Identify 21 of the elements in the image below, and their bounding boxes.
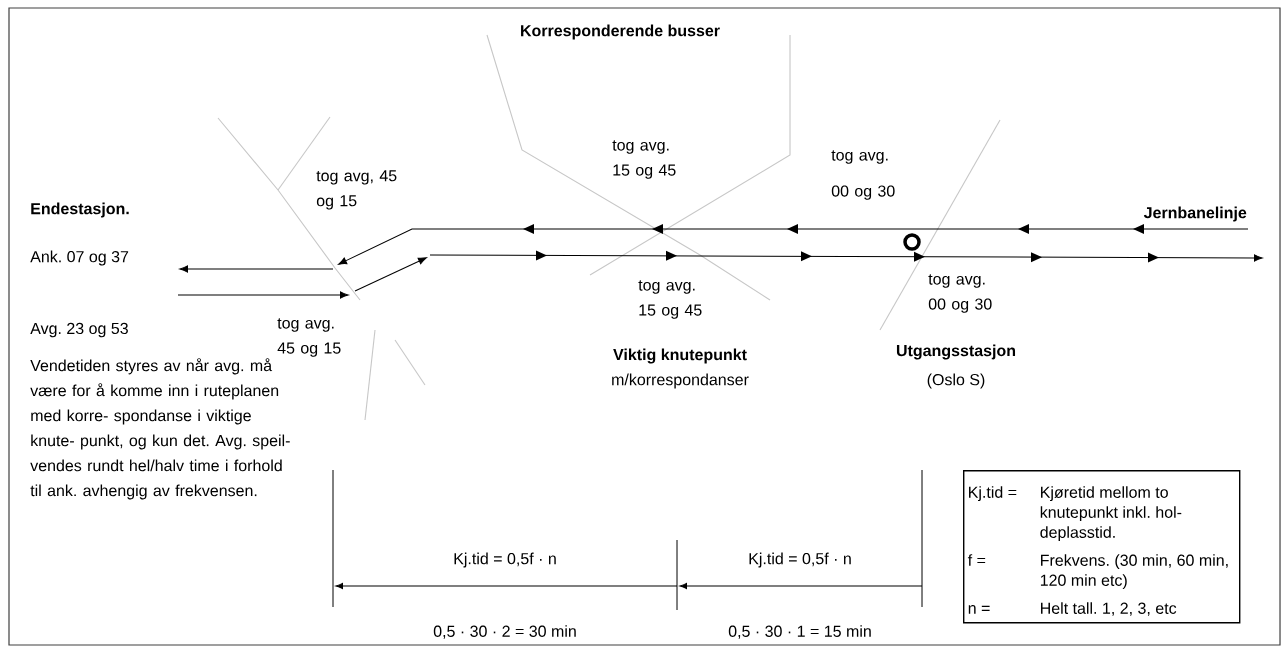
station-label: Endestasjon. (31, 202, 129, 218)
time-label: tog avg. 15 og 45 (612, 140, 676, 179)
calculation-label: 0,5 · 30 · 1 = 15 min (728, 625, 871, 639)
time-label: tog avg. 15 og 45 (638, 280, 702, 319)
time-label: tog avg, 45 og 15 (316, 170, 397, 210)
station-subtitle: (Oslo S) (927, 373, 985, 389)
calculation-label: 0,5 · 30 · 2 = 30 min (433, 625, 576, 639)
formula-label: Kj.tid = 0,5f · n (454, 552, 556, 568)
station-subtitle: m/korrespondanser (612, 373, 749, 389)
station-label: Viktig knutepunkt (613, 348, 747, 364)
time-label: Avg. 23 og 53 (30, 322, 128, 338)
time-label: Ank. 07 og 37 (30, 250, 129, 266)
line-label: Jernbanelinje (1143, 206, 1247, 222)
definition-box: Kj.tid = Kjøretid mellom to knutepunkt inkl. hol- deplasstid. f = Frekvens. (30 min, 60 min, 120 min etc) n = Helt tall. 1, 2, 3, etc (963, 470, 1241, 624)
formula-label: Kj.tid = 0,5f · n (749, 552, 851, 568)
title-text: Korresponderende busser (521, 24, 720, 40)
note-text: Vendetiden styres av når avg. må være for å komme inn i ruteplanen med korre- spondanse i viktige knute- punkt, og kun det. Avg. speil- vendes rundt hel/halv time i forhold til ank. avhengig av frekvensen. (30, 358, 290, 500)
station-label: Utgangsstasjon (896, 344, 1016, 360)
time-label: tog avg. 00 og 30 (928, 274, 992, 313)
time-label: tog avg. 00 og 30 (831, 150, 895, 200)
time-label: tog avg. 45 og 15 (277, 318, 341, 357)
